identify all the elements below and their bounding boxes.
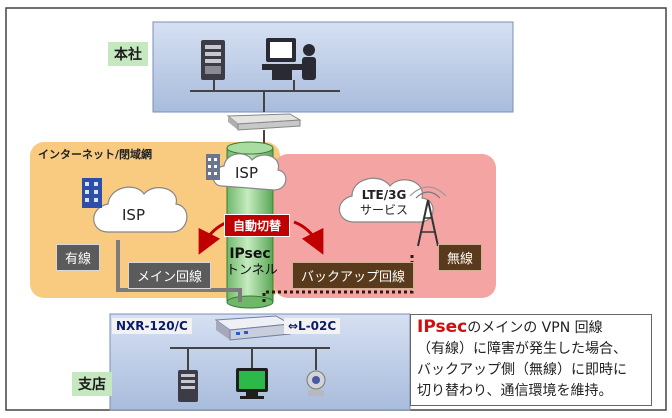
- router-model-label: NXR-120/C: [112, 318, 192, 334]
- lte-label-line1: LTE/3G: [361, 188, 407, 202]
- server-icon: [178, 370, 198, 402]
- cloud-icon: [338, 177, 434, 223]
- wireless-badge: 無線: [438, 244, 483, 271]
- main-line-badge: メイン回線: [128, 262, 212, 289]
- server-icon: [201, 40, 225, 80]
- info-note: IPsecのメインの VPN 回線 （有線）に障害が発生した場合、 バックアップ…: [410, 314, 652, 406]
- hq-label: 本社: [108, 42, 148, 66]
- router-icon: [226, 113, 302, 131]
- lte-module-label: ⇔L-02C: [284, 318, 341, 334]
- workstation-icon: [262, 38, 316, 80]
- internet-label: インターネット/閉域網: [38, 148, 153, 161]
- note-line4: 切り替わり、通信環境を維持。: [417, 383, 613, 399]
- wired-badge: 有線: [56, 244, 101, 271]
- branch-label: 支店: [72, 372, 112, 396]
- lte-label-line2: サービス: [360, 203, 409, 217]
- antenna-tower-icon: [409, 186, 447, 247]
- note-highlight: IPsec: [417, 317, 468, 337]
- auto-switch-badge: 自動切替: [224, 214, 291, 237]
- isp-tunnel-label: ISP: [235, 164, 258, 182]
- webcam-icon: [306, 370, 326, 396]
- backup-line-badge: バックアップ回線: [292, 262, 415, 289]
- note-line1: のメインの VPN 回線: [467, 320, 603, 336]
- building-icon: [82, 178, 102, 208]
- tunnel-label-line1: IPsec: [229, 246, 271, 262]
- isp-left-label: ISP: [122, 206, 145, 224]
- monitor-icon: [236, 368, 268, 399]
- cloud-icon: [93, 186, 188, 233]
- lte-label: LTE/3G サービス: [360, 188, 408, 218]
- tunnel-label: IPsec トンネル: [226, 246, 278, 279]
- note-line2: （有線）に障害が発生した場合、: [417, 341, 627, 357]
- building-icon: [206, 154, 220, 180]
- note-line3: バックアップ側（無線）に即時に: [417, 362, 627, 378]
- tunnel-label-line2: トンネル: [226, 263, 278, 278]
